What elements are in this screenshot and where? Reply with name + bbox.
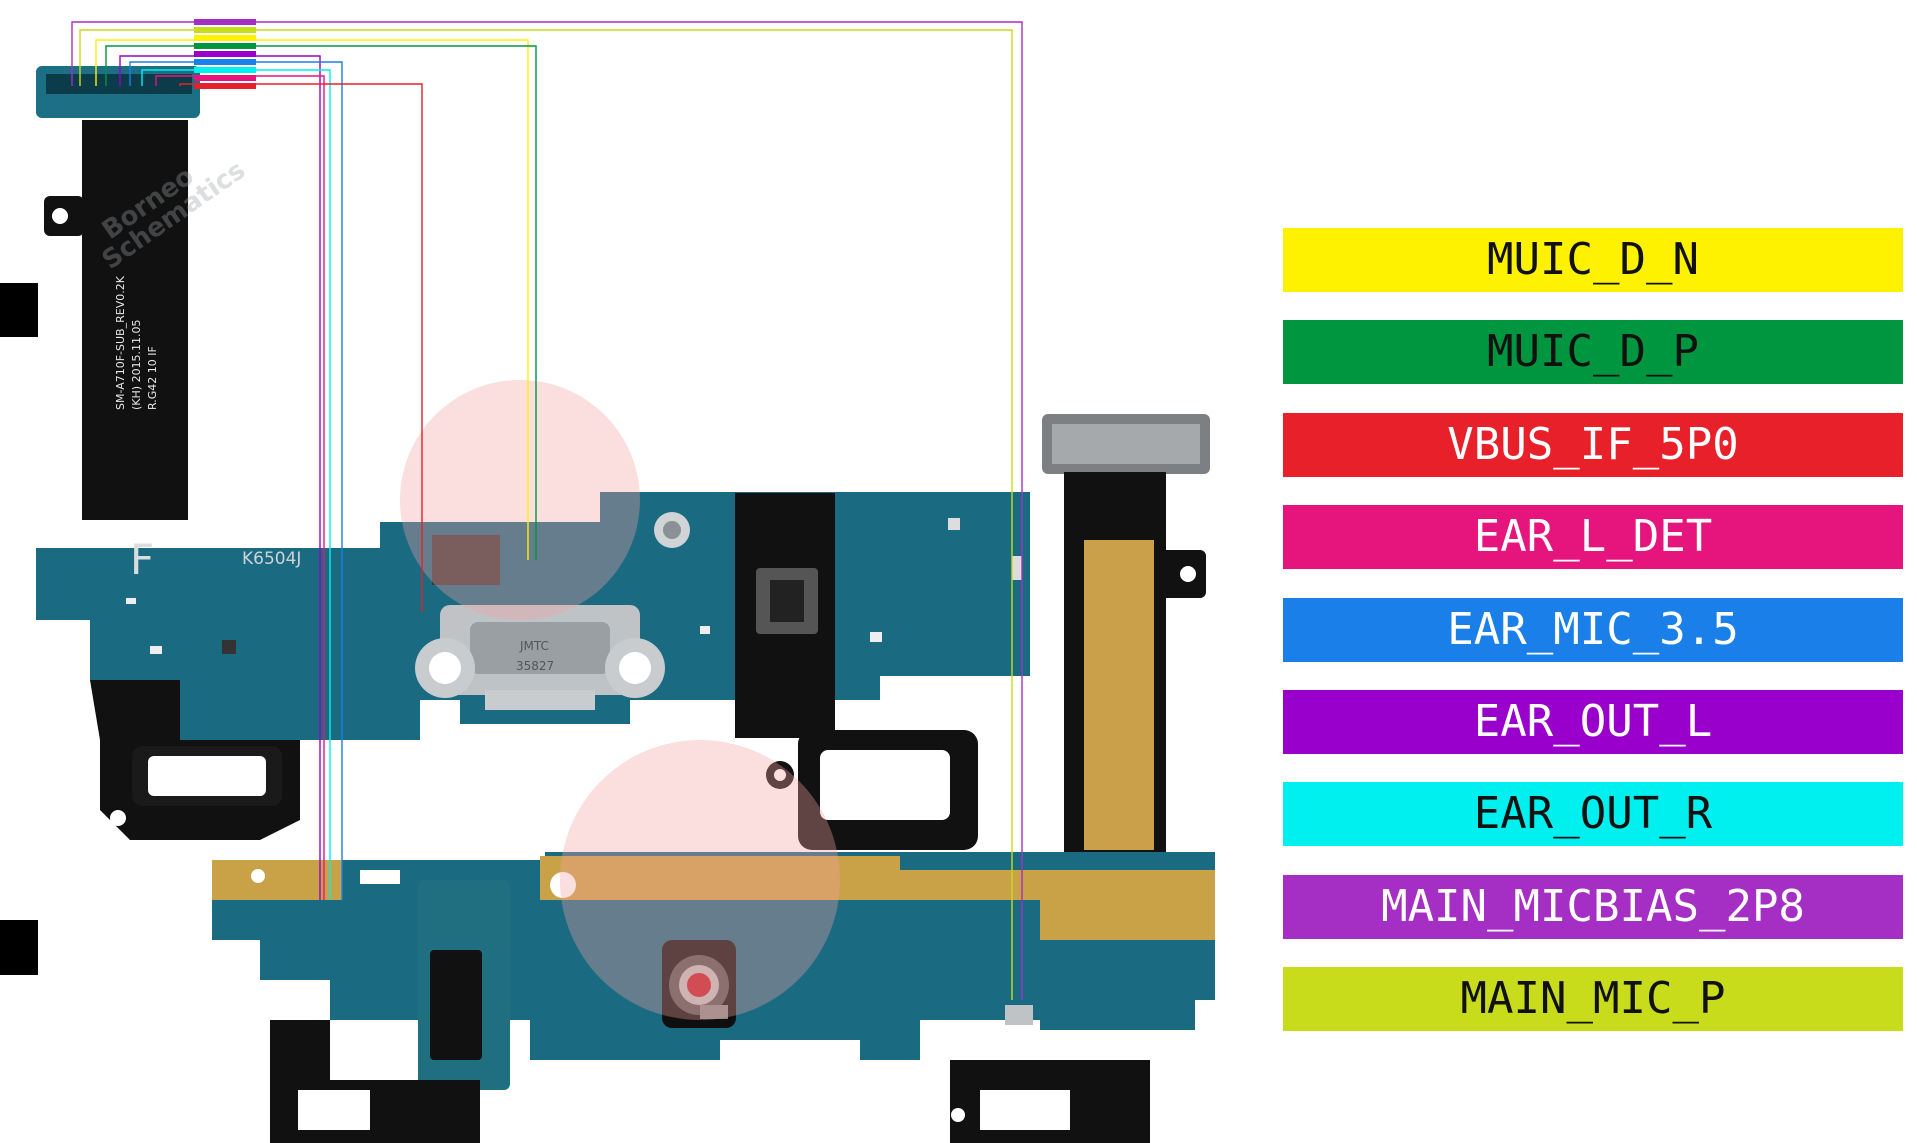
left-edge-marker-bottom	[0, 920, 38, 975]
legend-label: MAIN_MIC_P	[1460, 973, 1726, 1024]
legend-item-ear-mic-3-5: EAR_MIC_3.5	[1283, 598, 1903, 662]
net-tag-strips	[194, 19, 256, 89]
trace-main-mic-p	[79, 29, 1013, 1000]
connector-brand-text: JMTC	[519, 639, 549, 653]
legend-item-ear-out-l: EAR_OUT_L	[1283, 690, 1903, 754]
upper-flex-cable	[36, 66, 200, 520]
legend-item-main-micbias-2p8: MAIN_MICBIAS_2P8	[1283, 875, 1903, 939]
flex-label-line1: SM-A710F-SUB_REV0.2K	[114, 275, 127, 410]
legend-item-muic-d-p: MUIC_D_P	[1283, 320, 1903, 384]
legend-item-ear-out-r: EAR_OUT_R	[1283, 782, 1903, 846]
right-flex-cable	[1042, 414, 1210, 862]
legend-label: MUIC_D_P	[1487, 326, 1699, 377]
legend-item-muic-d-n: MUIC_D_N	[1283, 228, 1903, 292]
board-letter-f: F	[130, 535, 154, 584]
board-part-code: K6504J	[242, 549, 301, 569]
legend-label: EAR_OUT_R	[1473, 788, 1713, 839]
flex-label-line2: (KH) 2015.11.05	[130, 319, 143, 410]
legend-label: EAR_MIC_3.5	[1447, 604, 1739, 655]
trace-muic-d-p	[105, 45, 537, 560]
flex-label-line3: R.G42 10 IF	[146, 346, 159, 410]
lower-pcb	[212, 852, 1215, 1143]
left-edge-marker-top	[0, 283, 38, 337]
signal-traces	[71, 21, 1023, 1000]
upper-pcb	[36, 492, 1030, 850]
legend-label: MAIN_MICBIAS_2P8	[1381, 881, 1805, 932]
legend-item-vbus-if-5p0: VBUS_IF_5P0	[1283, 413, 1903, 477]
trace-main-micbias	[71, 21, 1023, 1000]
legend-label: VBUS_IF_5P0	[1447, 419, 1739, 470]
trace-vbus	[179, 83, 423, 612]
legend-item-ear-l-det: EAR_L_DET	[1283, 505, 1903, 569]
legend-label: MUIC_D_N	[1487, 234, 1699, 285]
legend-item-main-mic-p: MAIN_MIC_P	[1283, 967, 1903, 1031]
legend-label: EAR_L_DET	[1473, 511, 1713, 562]
trace-muic-d-n	[95, 39, 529, 560]
connector-code-text: 35827	[516, 659, 554, 673]
legend-label: EAR_OUT_L	[1473, 696, 1713, 747]
